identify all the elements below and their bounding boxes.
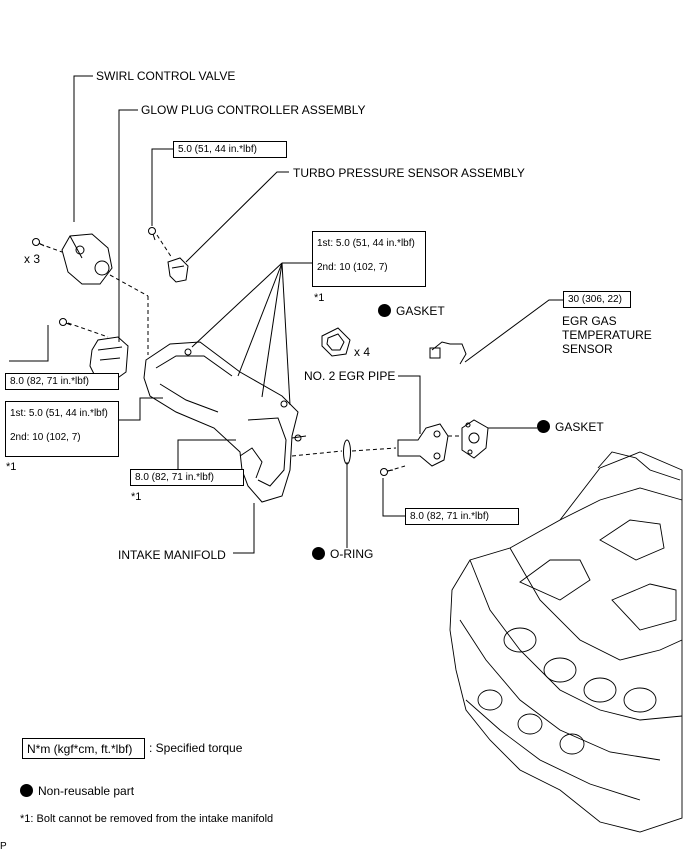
legend-torque-box: N*m (kgf*cm, ft.*lbf)	[22, 738, 145, 759]
torque-box-manifold-bolt: 8.0 (82, 71 in.*lbf)	[130, 469, 244, 486]
note-star1-manifold: *1	[131, 491, 142, 503]
quantity-x3: x 3	[24, 252, 41, 266]
bolt-turbo	[148, 227, 156, 241]
torque-box-egr-pipe-bolt: 8.0 (82, 71 in.*lbf)	[405, 508, 519, 525]
torque-box-egr-sensor: 30 (306, 22)	[563, 291, 631, 308]
glow-plug-controller-part	[89, 336, 129, 383]
non-reusable-icon	[20, 784, 33, 797]
o-ring-part	[343, 439, 351, 465]
glow-plug-controller-label: GLOW PLUG CONTROLLER ASSEMBLY	[141, 103, 366, 117]
intake-manifold-label: INTAKE MANIFOLD	[118, 548, 226, 562]
leader-intake	[233, 503, 255, 554]
note-star1-left: *1	[6, 461, 17, 473]
gasket-right-label: GASKET	[537, 420, 604, 434]
leader-t5	[118, 397, 163, 421]
leader-glow	[118, 109, 138, 342]
torque-box-manifold-upper: 1st: 5.0 (51, 44 in.*lbf) 2nd: 10 (102, …	[312, 231, 426, 287]
legend-nonreusable-text: Non-reusable part	[38, 784, 135, 798]
gasket-right-text: GASKET	[555, 420, 604, 434]
o-ring-text: O-RING	[330, 547, 374, 561]
torque-first-step: 1st: 5.0 (51, 44 in.*lbf)	[10, 408, 108, 419]
torque-box-turbo-bolt: 5.0 (51, 44 in.*lbf)	[173, 141, 287, 158]
quantity-x4: x 4	[354, 345, 371, 359]
torque-second-step: 2nd: 10 (102, 7)	[317, 262, 388, 273]
turbo-pressure-sensor-label: TURBO PRESSURE SENSOR ASSEMBLY	[293, 166, 525, 180]
leader-t2-c	[237, 262, 283, 377]
leader-t2-d	[261, 262, 283, 398]
gasket-top-part	[321, 327, 351, 357]
non-reusable-icon	[537, 420, 550, 433]
torque-second-step: 2nd: 10 (102, 7)	[10, 432, 81, 443]
leader-t6	[177, 439, 236, 470]
legend-nonreusable: Non-reusable part	[20, 784, 134, 798]
leader-t2-e	[281, 262, 291, 406]
egr-temp-sensor-label-3: SENSOR	[562, 342, 613, 356]
leader-egr-pipe	[398, 375, 421, 434]
corner-mark: P	[0, 841, 7, 852]
legend-footnote: *1: Bolt cannot be removed from the inta…	[20, 813, 274, 825]
egr-pipe-part	[397, 423, 449, 467]
leader-t7	[382, 478, 405, 517]
egr-temp-sensor-part	[429, 341, 467, 365]
legend-torque-text: : Specified torque	[149, 741, 243, 755]
o-ring-label: O-RING	[312, 547, 373, 561]
non-reusable-icon	[378, 304, 391, 317]
intake-manifold-part	[143, 341, 307, 503]
bolt-swirl	[32, 238, 45, 247]
torque-box-manifold-lower: 1st: 5.0 (51, 44 in.*lbf) 2nd: 10 (102, …	[5, 401, 119, 457]
swirl-control-valve-label: SWIRL CONTROL VALVE	[96, 69, 236, 83]
bolt-egr	[380, 468, 394, 476]
note-star1-upper: *1	[314, 292, 325, 304]
leader-t3	[464, 299, 563, 363]
egr-pipe-label: NO. 2 EGR PIPE	[304, 369, 396, 383]
bolt-glow	[59, 318, 72, 326]
leader-t1	[151, 148, 173, 226]
egr-temp-sensor-label-1: EGR GAS	[562, 314, 617, 328]
swirl-control-valve-part	[61, 233, 113, 285]
leader-swirl	[73, 75, 93, 222]
torque-first-step: 1st: 5.0 (51, 44 in.*lbf)	[317, 238, 415, 249]
torque-box-glow-plug-bolt: 8.0 (82, 71 in.*lbf)	[5, 373, 119, 390]
non-reusable-icon	[312, 547, 325, 560]
gasket-top-text: GASKET	[396, 304, 445, 318]
leader-t4	[9, 325, 49, 362]
leader-t2-b	[191, 262, 283, 348]
leader-turbo	[185, 171, 289, 263]
turbo-pressure-sensor-part	[167, 257, 189, 283]
egr-temp-sensor-label-2: TEMPERATURE	[562, 328, 652, 342]
gasket-top-label: GASKET	[378, 304, 445, 318]
engine-block-drawing	[449, 451, 683, 833]
gasket-right-part	[461, 419, 489, 459]
